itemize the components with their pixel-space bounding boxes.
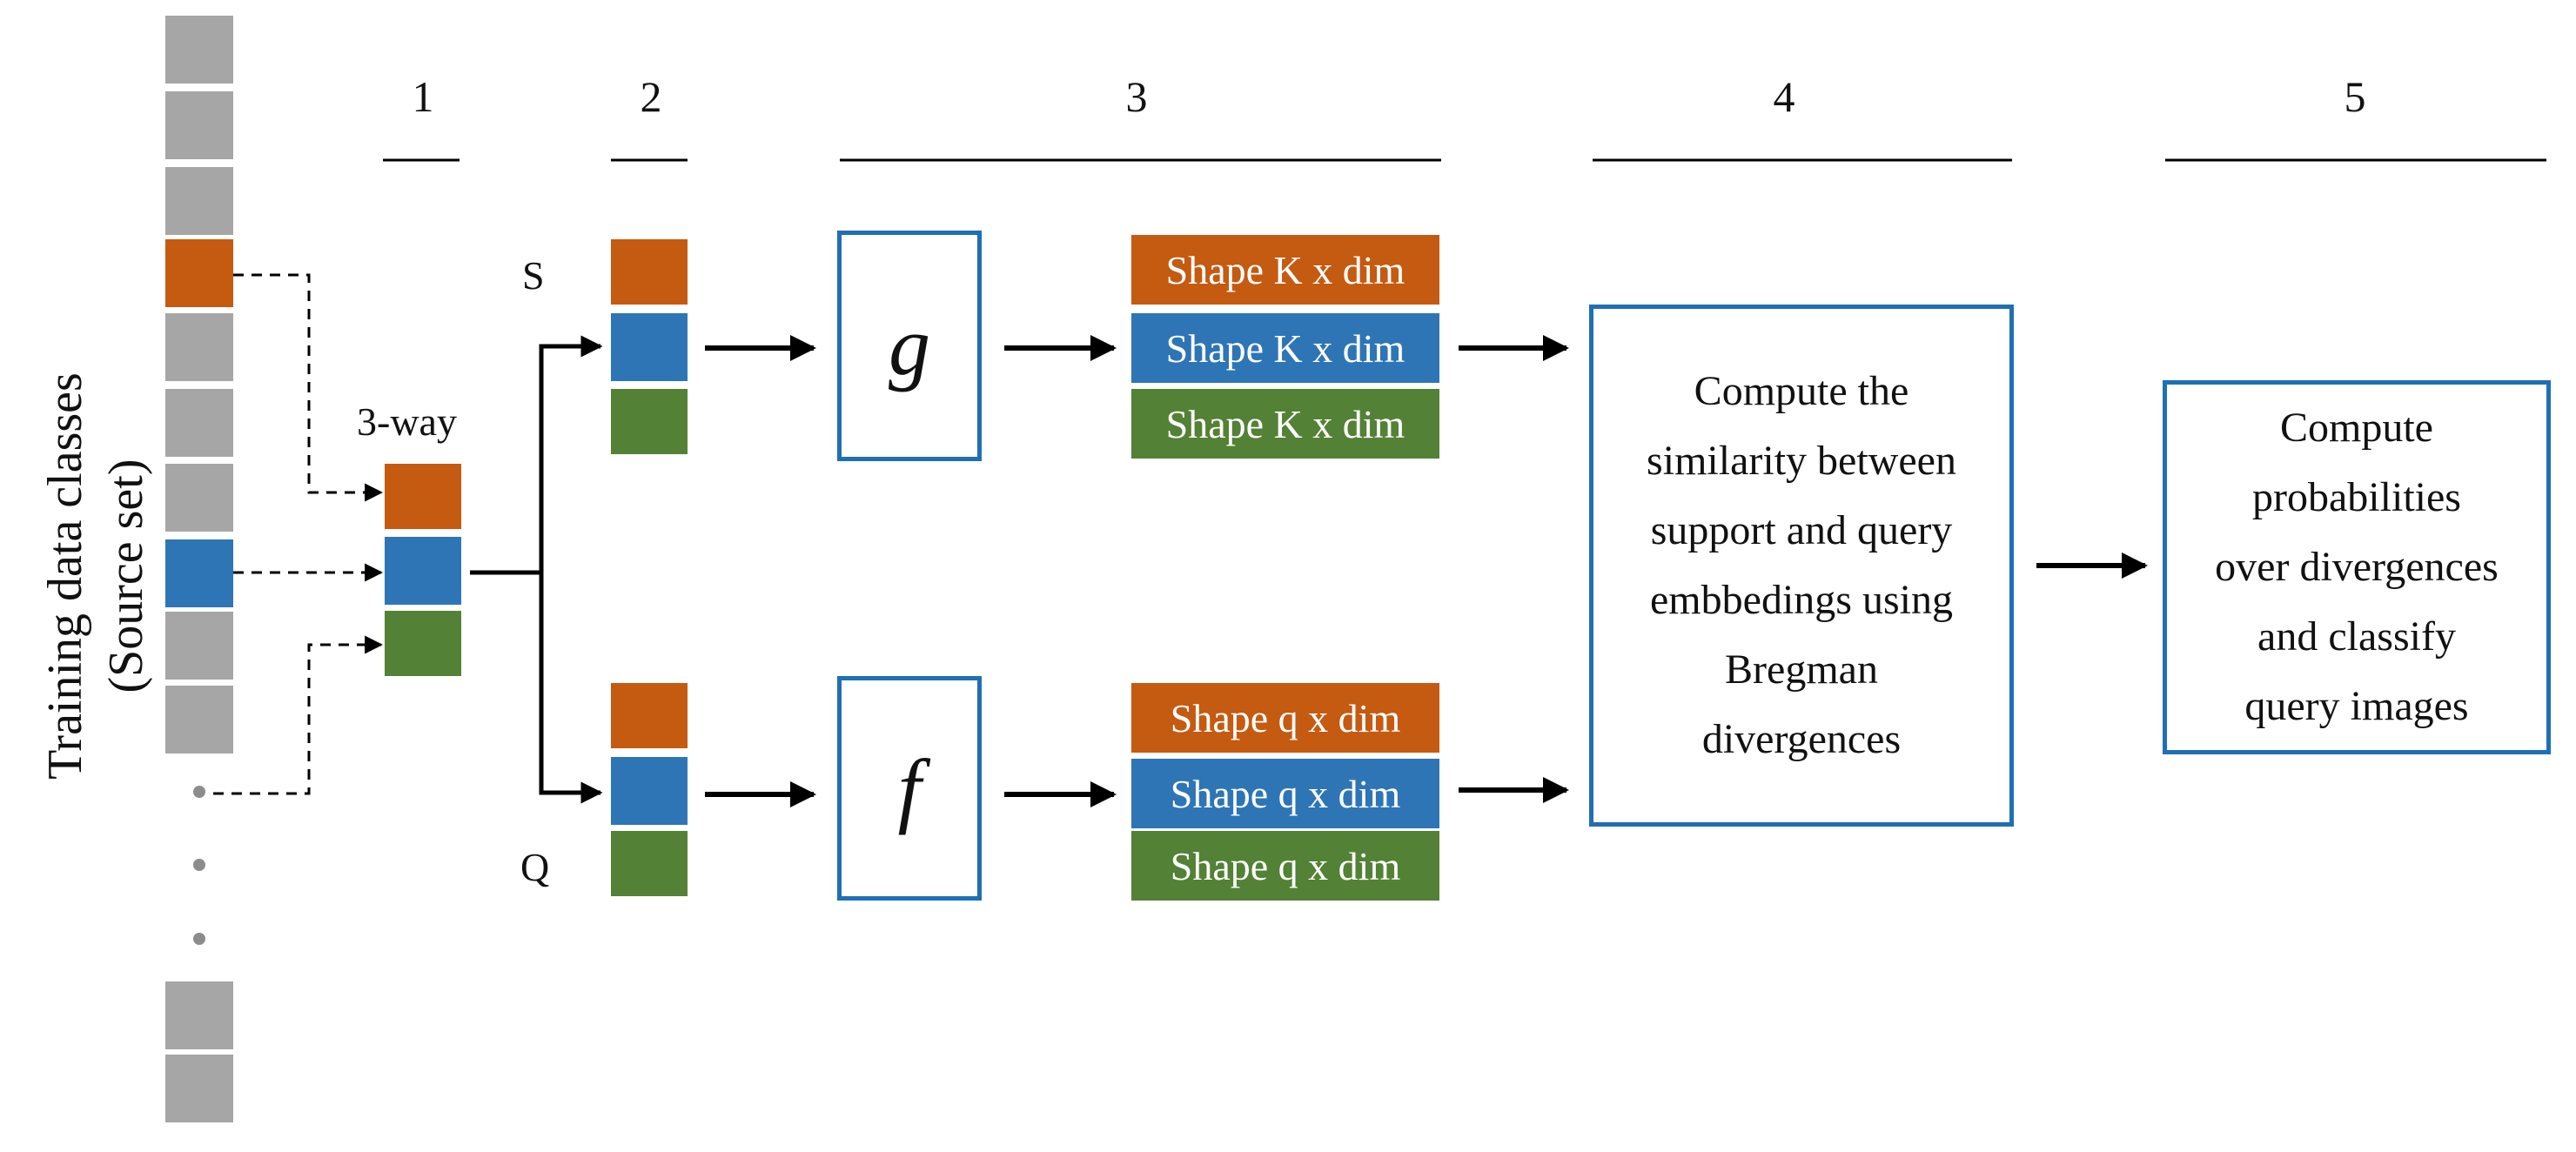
similarity-computation-box: Compute the similarity between support a…	[1589, 305, 2014, 827]
support-class-orange	[611, 239, 688, 305]
step-number-2: 2	[640, 72, 662, 121]
step-number-5: 5	[2344, 72, 2366, 121]
selected-class-green	[385, 611, 461, 676]
query-class-blue	[611, 757, 688, 825]
class-block-orange	[165, 239, 233, 307]
sampling-connectors	[213, 273, 384, 795]
class-block-blue	[165, 539, 233, 607]
query-embedding-orange: Shape q x dim	[1131, 683, 1439, 753]
class-block-gray	[165, 464, 233, 532]
support-class-blue	[611, 313, 688, 381]
support-embedding-blue: Shape K x dim	[1131, 313, 1439, 383]
query-class-orange	[611, 683, 688, 748]
query-embedding-green: Shape q x dim	[1131, 831, 1439, 901]
embedding-function-g: g	[837, 231, 982, 461]
support-embedding-green: Shape K x dim	[1131, 389, 1439, 459]
embedding-function-f: f	[837, 676, 982, 901]
step-number-4: 4	[1773, 72, 1795, 121]
step-number-1: 1	[412, 72, 434, 121]
query-embedding-blue: Shape q x dim	[1131, 759, 1439, 828]
source-set-column	[165, 16, 233, 1122]
class-block-gray	[165, 686, 233, 753]
support-set-label: S	[522, 253, 545, 298]
source-set-title-line2: (Source set)	[99, 459, 153, 693]
classification-box: Compute probabilities over divergences a…	[2163, 380, 2551, 754]
class-block-gray	[165, 16, 233, 84]
query-set-label: Q	[520, 845, 550, 889]
class-block-gray	[165, 981, 233, 1049]
class-block-gray	[165, 91, 233, 159]
similarity-computation-text: Compute the similarity between support a…	[1647, 368, 1956, 762]
n-way-label: 3-way	[357, 399, 457, 444]
step-number-3: 3	[1125, 72, 1148, 121]
function-g-symbol: g	[889, 299, 930, 392]
ellipsis-dot	[193, 786, 205, 798]
classification-text: Compute probabilities over divergences a…	[2215, 405, 2499, 729]
ellipsis-dot	[193, 859, 205, 871]
class-block-gray	[165, 612, 233, 680]
function-f-symbol: f	[897, 741, 922, 835]
query-class-green	[611, 831, 688, 896]
support-embedding-orange: Shape K x dim	[1131, 235, 1439, 305]
ellipsis-dot	[193, 933, 205, 945]
support-class-green	[611, 389, 688, 454]
class-block-gray	[165, 313, 233, 381]
class-block-gray	[165, 1055, 233, 1122]
selected-class-blue	[385, 537, 461, 605]
split-connector	[470, 335, 603, 804]
class-block-gray	[165, 167, 233, 235]
source-set-title: Training data classes (Source set)	[35, 372, 157, 780]
selected-class-orange	[385, 464, 461, 529]
flow-arrows	[705, 335, 2148, 807]
class-block-gray	[165, 389, 233, 457]
source-set-title-line1: Training data classes	[38, 372, 92, 780]
